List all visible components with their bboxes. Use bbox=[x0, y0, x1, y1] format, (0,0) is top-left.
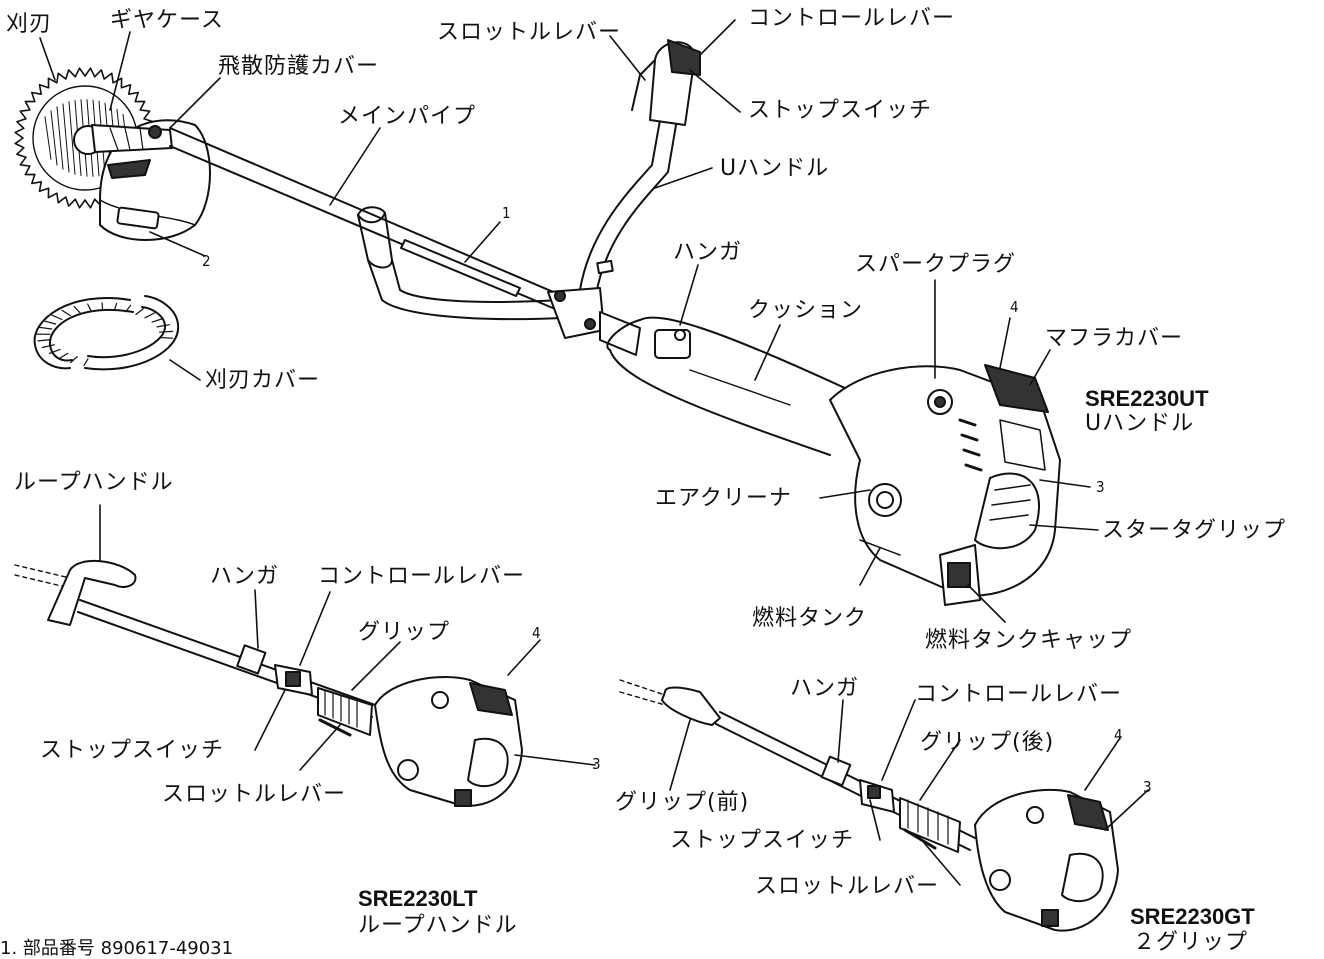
u-handle-left-drawing bbox=[357, 206, 563, 321]
main-pipe-drawing bbox=[169, 127, 601, 329]
label-grip-l: グリップ bbox=[358, 620, 451, 645]
label-fuel-tank-cap: 燃料タンクキャップ bbox=[925, 628, 1133, 653]
callout-4-ut: 4 bbox=[1010, 298, 1019, 316]
label-muffler-cover: マフラカバー bbox=[1045, 326, 1184, 351]
model-ut-code: SRE2230UT bbox=[1085, 386, 1209, 411]
label-throttle-lever-u: スロットルレバー bbox=[437, 20, 622, 45]
callout-3-gt: 3 bbox=[1143, 778, 1152, 796]
label-control-lever-g: コントロールレバー bbox=[915, 682, 1123, 707]
label-hanger-g: ハンガ bbox=[790, 676, 860, 701]
label-throttle-lever-g: スロットルレバー bbox=[755, 874, 940, 899]
label-cushion: クッション bbox=[748, 298, 864, 323]
engine-ut-drawing bbox=[829, 364, 1061, 606]
label-loop-handle-part: ループハンドル bbox=[14, 470, 174, 495]
u-handle-right-drawing bbox=[579, 39, 701, 296]
callout-4-lt: 4 bbox=[532, 624, 541, 642]
handle-clamp-drawing bbox=[547, 287, 605, 339]
model-gt-code: SRE2230GT bbox=[1130, 904, 1255, 929]
label-stop-switch-g: ストップスイッチ bbox=[670, 828, 855, 853]
label-main-pipe: メインパイプ bbox=[338, 104, 477, 129]
label-shatter-guard: 飛散防護カバー bbox=[218, 54, 380, 79]
gear-case-drawing bbox=[91, 124, 173, 153]
label-hanger-u: ハンガ bbox=[673, 240, 743, 265]
model-lt-name: ループハンドル bbox=[358, 913, 518, 938]
label-grip-rear: グリップ(後) bbox=[920, 730, 1055, 755]
callout-2: 2 bbox=[202, 252, 211, 270]
model-ut-name: Uハンドル bbox=[1085, 411, 1195, 436]
label-grip-front: グリップ(前) bbox=[615, 790, 750, 815]
lt-drawing bbox=[14, 559, 523, 807]
callout-1: 1 bbox=[502, 204, 511, 222]
label-blade-cover: 刈刃カバー bbox=[205, 368, 321, 393]
label-control-lever-l: コントロールレバー bbox=[318, 564, 526, 589]
label-fuel-tank: 燃料タンク bbox=[752, 606, 868, 631]
callout-3-ut: 3 bbox=[1096, 478, 1105, 496]
label-air-cleaner: エアクリーナ bbox=[655, 486, 792, 511]
label-throttle-lever-l: スロットルレバー bbox=[162, 782, 347, 807]
callout-3-lt: 3 bbox=[592, 755, 601, 773]
label-gear-case: ギヤケース bbox=[110, 8, 224, 33]
model-gt-name: ２グリップ bbox=[1133, 930, 1249, 955]
label-blade: 刈刃 bbox=[6, 12, 53, 37]
footnote-part-number: 1. 部品番号 890617-49031 bbox=[0, 938, 234, 959]
leader-lines bbox=[39, 19, 1149, 886]
label-stop-switch-l: ストップスイッチ bbox=[40, 738, 225, 763]
model-lt-code: SRE2230LT bbox=[358, 886, 478, 911]
callout-4-gt: 4 bbox=[1114, 726, 1123, 744]
label-u-handle-part: Uハンドル bbox=[720, 156, 830, 181]
label-control-lever-u: コントロールレバー bbox=[748, 6, 956, 31]
label-hanger-l: ハンガ bbox=[210, 564, 280, 589]
blade-cover-drawing bbox=[33, 295, 180, 371]
label-stop-switch-u: ストップスイッチ bbox=[748, 98, 933, 123]
gt-drawing bbox=[619, 679, 1119, 932]
label-starter-grip: スタータグリップ bbox=[1102, 518, 1287, 543]
cushion-drawing bbox=[599, 311, 861, 456]
label-spark-plug: スパークプラグ bbox=[855, 252, 1017, 277]
